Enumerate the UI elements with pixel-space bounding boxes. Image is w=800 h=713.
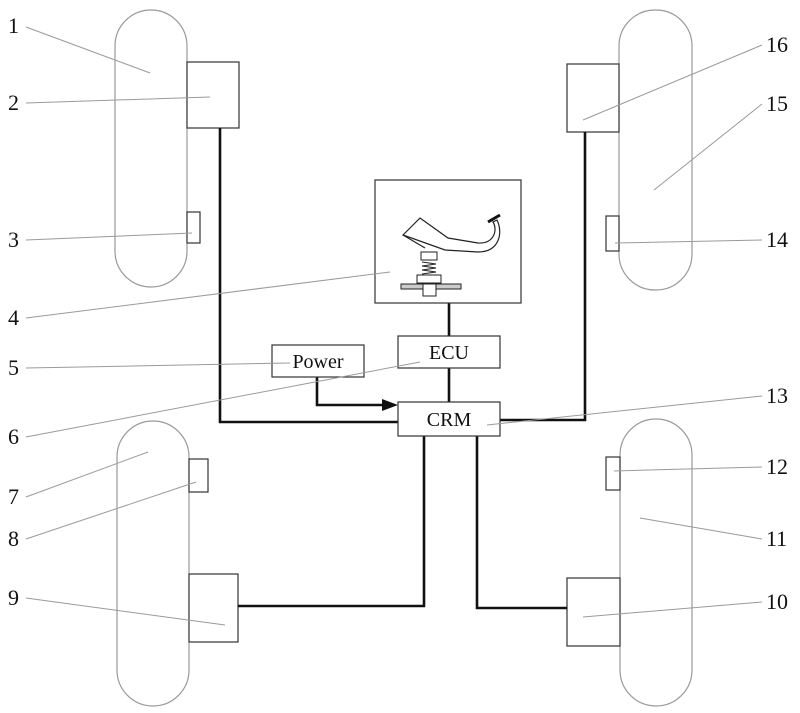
leader-6 [25, 361, 421, 438]
leader-4 [25, 271, 391, 319]
leader-10 [582, 601, 763, 618]
front-left-actuator [186, 61, 240, 129]
wire-power-crm [315, 377, 386, 407]
callout-9: 9 [8, 585, 19, 610]
callout-7: 7 [8, 484, 19, 509]
leader-16 [582, 44, 763, 121]
rear-left-wheel [116, 420, 190, 707]
rear-right-actuator [566, 577, 621, 647]
rear-right-wheel [619, 418, 693, 707]
callout-1: 1 [8, 13, 19, 38]
callout-5: 5 [8, 355, 19, 380]
callout-16: 16 [766, 32, 788, 57]
callout-6: 6 [8, 424, 19, 449]
callout-8: 8 [8, 526, 19, 551]
leader-11 [639, 517, 763, 540]
leader-9 [25, 597, 226, 626]
leader-14 [614, 239, 763, 244]
power-box [271, 344, 365, 378]
leader-12 [613, 466, 763, 472]
callout-11: 11 [766, 526, 787, 551]
wire-rear-right [475, 436, 567, 610]
brake-pedal-icon [400, 213, 501, 297]
front-left-speed-sensor [186, 211, 201, 244]
front-right-speed-sensor [605, 215, 620, 252]
leader-1 [25, 26, 151, 74]
power-arrow-head [382, 399, 398, 411]
callout-13: 13 [766, 383, 788, 408]
front-left-wheel [114, 9, 188, 288]
callout-15: 15 [766, 91, 788, 116]
crm-label: CRM [427, 409, 472, 431]
leader-13 [486, 395, 763, 426]
wire-rear-left [238, 436, 426, 608]
rear-left-actuator [188, 573, 239, 643]
power-label: Power [292, 351, 343, 373]
ecu-label: ECU [429, 342, 470, 364]
callout-14: 14 [766, 227, 788, 252]
front-right-actuator [566, 63, 620, 133]
rear-right-speed-sensor [605, 456, 621, 491]
leader-5 [25, 362, 291, 369]
leader-8 [25, 481, 197, 540]
crm-box [397, 401, 501, 437]
wire-front-left [218, 128, 398, 424]
wire-front-right [500, 132, 587, 422]
callout-3: 3 [8, 227, 19, 252]
leader-7 [25, 451, 149, 498]
leader-15 [653, 103, 763, 191]
front-right-wheel [618, 9, 693, 291]
callout-4: 4 [8, 305, 19, 330]
rear-left-speed-sensor [188, 458, 209, 493]
leader-3 [25, 232, 193, 241]
callout-2: 2 [8, 90, 19, 115]
leader-2 [25, 96, 211, 104]
callout-12: 12 [766, 454, 788, 479]
callout-10: 10 [766, 589, 788, 614]
